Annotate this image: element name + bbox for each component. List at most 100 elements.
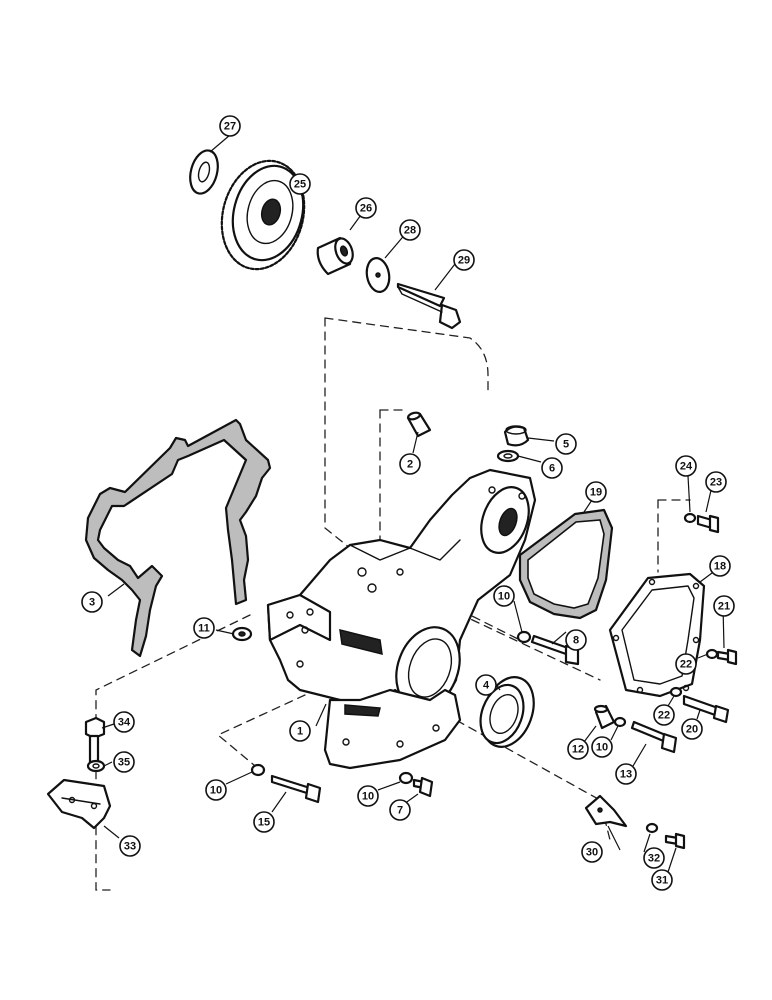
callout-number: 32	[648, 853, 660, 865]
callout-balloon	[675, 455, 697, 477]
callout-8: 8	[565, 629, 587, 651]
callout-number: 28	[404, 225, 416, 237]
callout-30: 30	[581, 841, 603, 863]
callout-4: 4	[475, 674, 497, 696]
callout-24: 24	[675, 455, 697, 477]
part-10-washer-a	[516, 630, 532, 644]
part-12-spacer	[593, 704, 616, 730]
callout-10c: 10	[357, 785, 379, 807]
part-29-bolt	[396, 282, 462, 330]
callout-number: 5	[563, 439, 569, 451]
callout-number: 20	[686, 724, 698, 736]
callout-number: 27	[224, 121, 236, 133]
part-30-pointer	[584, 794, 628, 828]
callout-number: 19	[590, 487, 602, 499]
part-26-bushing	[316, 236, 354, 276]
part-13-bolt	[630, 720, 678, 754]
callout-22a: 22	[653, 704, 675, 726]
callout-2: 2	[399, 453, 421, 475]
callout-balloon	[565, 629, 587, 651]
callout-balloon	[289, 173, 311, 195]
part-6-washer	[496, 449, 520, 463]
callout-balloon	[193, 617, 215, 639]
part-18-cover	[608, 572, 706, 698]
callout-1: 1	[289, 720, 311, 742]
callout-number: 33	[124, 841, 136, 853]
callout-balloon	[453, 249, 475, 271]
callout-balloon	[709, 555, 731, 577]
callout-6: 6	[541, 457, 563, 479]
callout-number: 6	[549, 463, 555, 475]
callout-number: 22	[658, 710, 670, 722]
part-15-bolt	[270, 774, 322, 804]
part-21-bolt	[716, 648, 738, 666]
callout-number: 8	[573, 635, 579, 647]
callout-number: 15	[258, 817, 270, 829]
callout-number: 10	[498, 591, 510, 603]
callout-balloon	[555, 433, 577, 455]
callout-33: 33	[119, 835, 141, 857]
callout-balloon	[113, 711, 135, 733]
callout-balloon	[355, 197, 377, 219]
part-20-bolt	[682, 694, 730, 724]
callout-10b: 10	[205, 779, 227, 801]
callout-7: 7	[389, 799, 411, 821]
callout-balloon	[651, 869, 673, 891]
callout-number: 1	[297, 726, 303, 738]
callout-balloon	[591, 736, 613, 758]
callout-number: 34	[118, 717, 131, 729]
callout-balloon	[389, 799, 411, 821]
callout-22b: 22	[675, 653, 697, 675]
part-22-washer-a	[705, 648, 719, 660]
callout-balloon	[653, 704, 675, 726]
callout-number: 4	[483, 680, 490, 692]
callout-number: 2	[407, 459, 413, 471]
callout-balloon	[681, 718, 703, 740]
part-19-gasket	[518, 508, 614, 620]
part-2-dowel	[406, 411, 432, 438]
callout-3: 3	[81, 591, 103, 613]
callout-10a: 10	[493, 585, 515, 607]
callout-number: 11	[198, 623, 210, 635]
callout-number: 31	[656, 875, 668, 887]
callout-31: 31	[651, 869, 673, 891]
callout-20: 20	[681, 718, 703, 740]
callout-number: 12	[572, 744, 584, 756]
part-10-washer-b	[613, 716, 627, 728]
callout-13: 13	[615, 763, 637, 785]
callout-25: 25	[289, 173, 311, 195]
callout-number: 29	[458, 255, 470, 267]
callout-balloon	[675, 653, 697, 675]
callout-34: 34	[113, 711, 135, 733]
callout-balloon	[541, 457, 563, 479]
callout-balloon	[475, 674, 497, 696]
callout-number: 7	[397, 805, 403, 817]
callout-21: 21	[713, 595, 735, 617]
part-32-washer	[645, 822, 659, 834]
callout-23: 23	[705, 471, 727, 493]
part-1-housing	[266, 468, 537, 770]
callout-balloon	[493, 585, 515, 607]
callout-35: 35	[113, 751, 135, 773]
callout-number: 30	[586, 847, 598, 859]
callout-19: 19	[585, 481, 607, 503]
callout-balloon	[289, 720, 311, 742]
callout-11: 11	[193, 617, 215, 639]
callout-balloon	[585, 481, 607, 503]
callout-balloon	[253, 811, 275, 833]
part-10-washer-d	[398, 771, 414, 785]
callout-number: 10	[362, 791, 374, 803]
part-3-gasket	[84, 418, 272, 658]
callout-balloon	[399, 453, 421, 475]
callout-balloon	[567, 738, 589, 760]
callout-number: 24	[680, 461, 693, 473]
part-31-bolt	[664, 832, 686, 850]
callout-5: 5	[555, 433, 577, 455]
part-7-bolt	[412, 776, 434, 798]
part-10-washer-c	[250, 763, 266, 777]
callout-number: 35	[118, 757, 130, 769]
callout-balloon	[705, 471, 727, 493]
part-24-washer	[683, 512, 697, 524]
callout-18: 18	[709, 555, 731, 577]
part-23-bolt	[696, 514, 720, 534]
